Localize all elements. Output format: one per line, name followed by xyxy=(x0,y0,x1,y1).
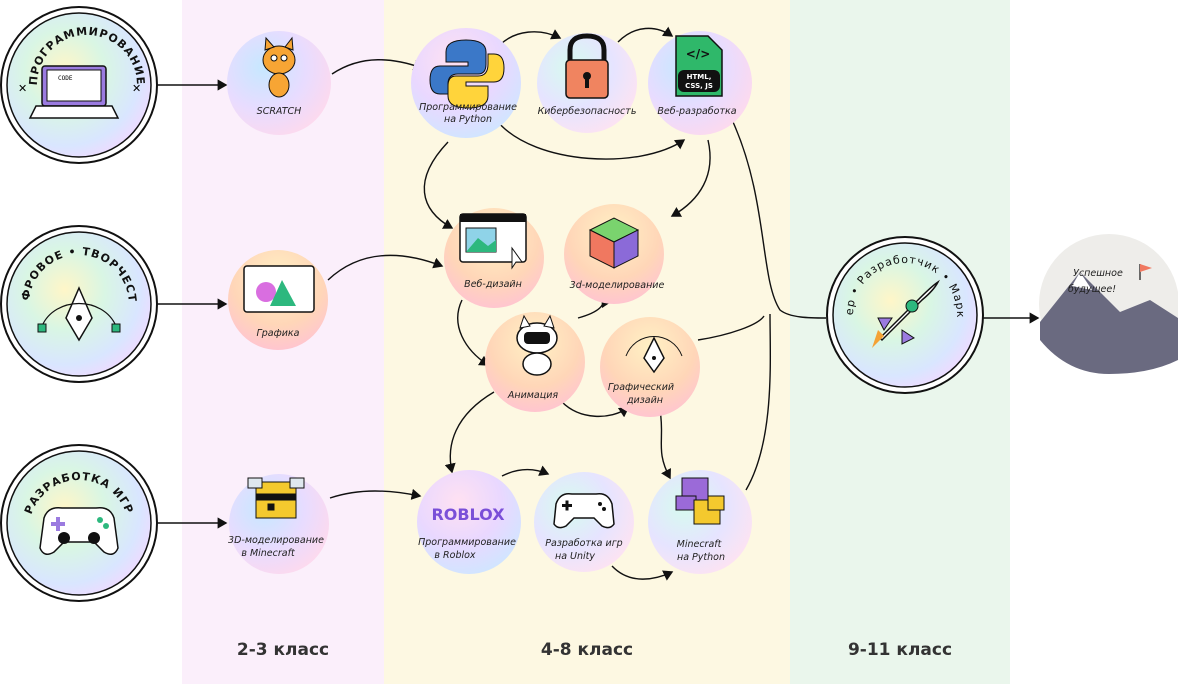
roblox-logo-icon: ROBLOX xyxy=(431,505,505,524)
arrow-graphics-webdesign xyxy=(327,254,444,281)
line-web-career xyxy=(732,121,827,319)
node-3d-modeling: 3d-моделирование xyxy=(564,204,664,304)
node-label: Кибербезопасность xyxy=(538,106,637,117)
connectors xyxy=(150,26,1040,581)
scratch-cat-icon xyxy=(262,36,296,98)
node-cyber: Кибербезопасность xyxy=(537,33,637,133)
node-label: SCRATCH xyxy=(257,106,302,117)
node-future: Успешное будущее! xyxy=(1039,234,1178,374)
laptop-icon: CODE xyxy=(28,65,120,119)
rocket-icon xyxy=(872,279,940,348)
node-roblox: ROBLOX Программирование в Roblox xyxy=(417,470,521,574)
node-label: Программирование xyxy=(419,102,517,113)
arrow-python-webdesign xyxy=(423,141,454,229)
node-label: Успешное xyxy=(1073,268,1123,279)
sparkle-icon: ✕ xyxy=(132,82,141,95)
robot-cat-icon xyxy=(516,314,558,376)
arrow-python-cyber xyxy=(499,29,562,46)
node-label: Анимация xyxy=(507,390,559,401)
grade-label-4-8: 4-8 класс xyxy=(540,640,634,660)
node-label: в Minecraft xyxy=(241,548,296,559)
node-label: Веб-дизайн xyxy=(464,279,522,290)
padlock-icon xyxy=(565,33,609,99)
node-label: на Unity xyxy=(555,551,595,562)
graphics-canvas-icon xyxy=(243,265,315,313)
node-label: на Python xyxy=(677,552,725,563)
sparkle-icon: ✕ xyxy=(18,82,27,95)
node-webdesign: Веб-дизайн xyxy=(444,208,544,308)
svg-text:CSS, JS: CSS, JS xyxy=(685,82,713,90)
node-label: в Roblox xyxy=(434,550,476,561)
node-label: Разработка игр xyxy=(545,538,622,549)
node-animation: Анимация xyxy=(485,312,585,412)
node-minecraft-3d: 3D-моделирование в Minecraft xyxy=(228,474,329,574)
track-programming: ПРОГРАММИРОВАНИЕ CODE ✕ ✕ xyxy=(0,6,158,164)
arrow-scratch-python xyxy=(331,59,424,75)
arrow-cyber-web xyxy=(617,26,674,43)
line-mcpython-career xyxy=(745,313,772,491)
node-label: Графика xyxy=(256,328,299,339)
arrow-unity-mcpython xyxy=(611,565,674,581)
arrow-minecraft3d-roblox xyxy=(329,488,422,500)
node-scratch: SCRATCH xyxy=(227,31,331,135)
grade-label-2-3: 2-3 класс xyxy=(236,640,330,660)
svg-text:</>: </> xyxy=(686,47,711,61)
track-gamedev: РАЗРАБОТКА ИГР xyxy=(0,444,158,602)
node-graphics: Графика xyxy=(228,250,328,350)
rubiks-cube-icon xyxy=(588,217,640,269)
python-icon xyxy=(429,39,505,109)
arrow-web-3d xyxy=(670,139,711,217)
node-label: Minecraft xyxy=(677,539,723,550)
pen-tool-icon xyxy=(37,286,121,342)
browser-window-icon xyxy=(459,213,527,270)
gamepad-icon xyxy=(39,506,119,555)
arrow-webdesign-animation xyxy=(457,299,490,366)
node-label: на Python xyxy=(444,114,492,125)
pixel-python-icon xyxy=(675,477,725,525)
node-webdev: </> HTML, CSS, JS Веб-разработка xyxy=(648,31,752,135)
svg-text:HTML,: HTML, xyxy=(687,73,712,81)
node-label: Веб-разработка xyxy=(657,106,736,117)
node-label: Графический xyxy=(608,382,674,393)
node-graphic-design: Графический дизайн xyxy=(600,317,700,417)
node-python: Программирование на Python xyxy=(411,28,521,138)
node-label: будущее! xyxy=(1068,284,1116,295)
gamepad-icon xyxy=(553,492,615,529)
node-minecraft-python: Minecraft на Python xyxy=(648,470,752,574)
arrow-animation-roblox xyxy=(444,391,495,474)
arrow-gdesign-mcpython xyxy=(659,409,671,480)
node-label: 3d-моделирование xyxy=(570,280,665,291)
minecraft-bee-icon xyxy=(247,477,305,519)
grade-label-9-11: 9-11 класс xyxy=(847,640,953,660)
line-gdesign-career xyxy=(697,315,765,341)
node-label: дизайн xyxy=(626,395,663,406)
flag-icon xyxy=(1140,264,1152,272)
node-unity: Разработка игр на Unity xyxy=(534,472,634,572)
code-file-icon: </> HTML, CSS, JS xyxy=(675,35,723,97)
arrow-roblox-unity xyxy=(501,465,550,477)
pen-nib-icon xyxy=(625,336,683,374)
node-label: 3D-моделирование xyxy=(228,535,324,546)
arrow-animation-gdesign xyxy=(561,401,630,418)
svg-text:CODE: CODE xyxy=(58,75,73,82)
arrow-python-web xyxy=(497,121,686,160)
node-label: Программирование xyxy=(418,537,516,548)
